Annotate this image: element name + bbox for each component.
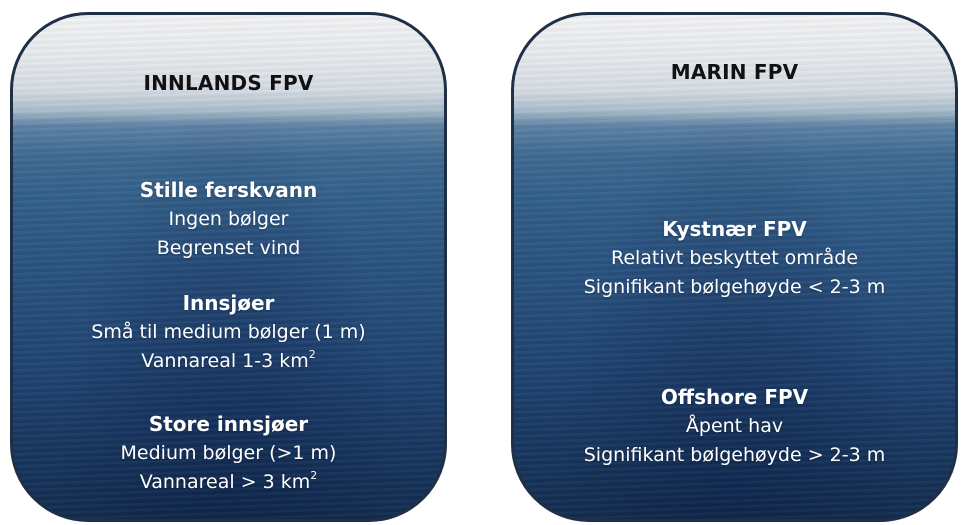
area-exponent: 2	[308, 348, 316, 361]
block-heading: Stille ferskvann	[139, 178, 318, 202]
panel-marine-fpv: MARIN FPV Kystnær FPV Relativt beskyttet…	[511, 12, 958, 522]
block-heading: Kystnær FPV	[662, 217, 807, 241]
block-line: Medium bølger (>1 m)	[120, 442, 337, 464]
block-stille-ferskvann: Stille ferskvann Ingen bølger Begrenset …	[13, 176, 444, 263]
block-offshore-fpv: Offshore FPV Åpent hav Signifikant bølge…	[514, 383, 955, 470]
panel-title-marine: MARIN FPV	[670, 60, 799, 84]
area-exponent: 2	[310, 469, 318, 482]
block-line: Relativt beskyttet område	[610, 247, 859, 269]
block-area-line: Vannareal 1-3 km2	[13, 347, 444, 376]
panel-title-inland: INNLANDS FPV	[143, 71, 314, 95]
block-area-line: Vannareal > 3 km2	[13, 468, 444, 497]
block-line: Åpent hav	[685, 415, 784, 437]
panel-inland-fpv: INNLANDS FPV Stille ferskvann Ingen bølg…	[10, 12, 447, 522]
area-text: Vannareal > 3 km	[139, 471, 311, 493]
block-store-innsjoer: Store innsjøer Medium bølger (>1 m) Vann…	[13, 410, 444, 497]
block-innsjoer: Innsjøer Små til medium bølger (1 m) Van…	[13, 289, 444, 376]
block-heading: Store innsjøer	[148, 412, 309, 436]
block-heading: Offshore FPV	[660, 385, 809, 409]
block-line: Ingen bølger	[168, 208, 289, 230]
area-text: Vannareal 1-3 km	[141, 350, 309, 372]
block-line: Små til medium bølger (1 m)	[91, 321, 366, 343]
block-line: Signifikant bølgehøyde > 2-3 m	[583, 444, 886, 466]
block-kystnaer-fpv: Kystnær FPV Relativt beskyttet område Si…	[514, 215, 955, 302]
block-line: Begrenset vind	[156, 237, 301, 259]
block-heading: Innsjøer	[182, 291, 275, 315]
block-line: Signifikant bølgehøyde < 2-3 m	[583, 276, 886, 298]
